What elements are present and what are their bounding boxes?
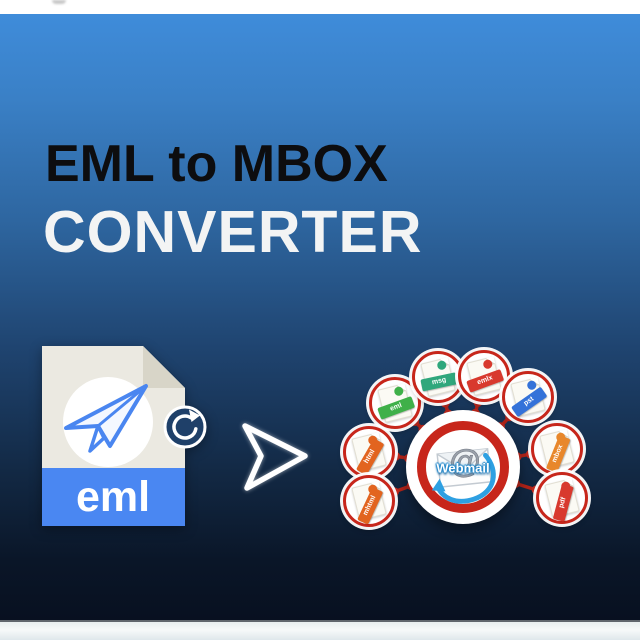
hero-banner: EML to MBOX CONVERTER eml	[0, 14, 640, 621]
bottom-card-top-edge	[0, 620, 640, 640]
hub-red-ring: @ Webmail	[417, 421, 509, 513]
webmail-envelope-icon: @	[431, 443, 496, 504]
satellite-mbox: mbox	[531, 423, 583, 475]
eml-file-icon: eml	[42, 344, 252, 528]
at-symbol: @	[449, 443, 480, 479]
satellite-eml: eml	[369, 377, 421, 429]
format-label: eml	[377, 396, 416, 420]
arrow-right-icon	[236, 418, 316, 496]
webmail-label: Webmail	[436, 460, 490, 476]
format-label: msg	[420, 372, 459, 392]
mini-file-icon: msg	[420, 357, 459, 397]
mini-file-icon: html	[351, 432, 387, 476]
webmail-hub: @ Webmail	[406, 410, 520, 524]
extension-band	[42, 468, 185, 526]
satellite-pst: pst	[502, 371, 554, 423]
cropped-page-artifact	[52, 0, 66, 4]
banner-subtitle: CONVERTER	[43, 199, 423, 265]
satellite-html: html	[343, 426, 395, 478]
mini-file-icon: eml	[377, 383, 416, 423]
satellite-mhtml: mhtml	[343, 475, 395, 527]
satellite-msg: msg	[412, 351, 464, 403]
refresh-icon	[163, 405, 207, 449]
satellite-pdf: pdf	[536, 472, 588, 524]
mini-file-icon: mhtml	[351, 481, 387, 525]
paper-plane-icon	[64, 384, 148, 453]
banner-title: EML to MBOX	[45, 135, 388, 193]
extension-label: eml	[76, 473, 150, 521]
mini-file-icon: pst	[510, 377, 548, 418]
mini-file-icon: mbox	[539, 429, 575, 473]
format-label: emlx	[466, 369, 505, 393]
document-fold	[143, 346, 185, 388]
satellite-emlx: emlx	[458, 350, 510, 402]
mini-file-icon: pdf	[544, 478, 580, 522]
top-strip	[0, 0, 640, 14]
format-label: pst	[511, 386, 548, 418]
mini-file-icon: emlx	[466, 356, 505, 396]
